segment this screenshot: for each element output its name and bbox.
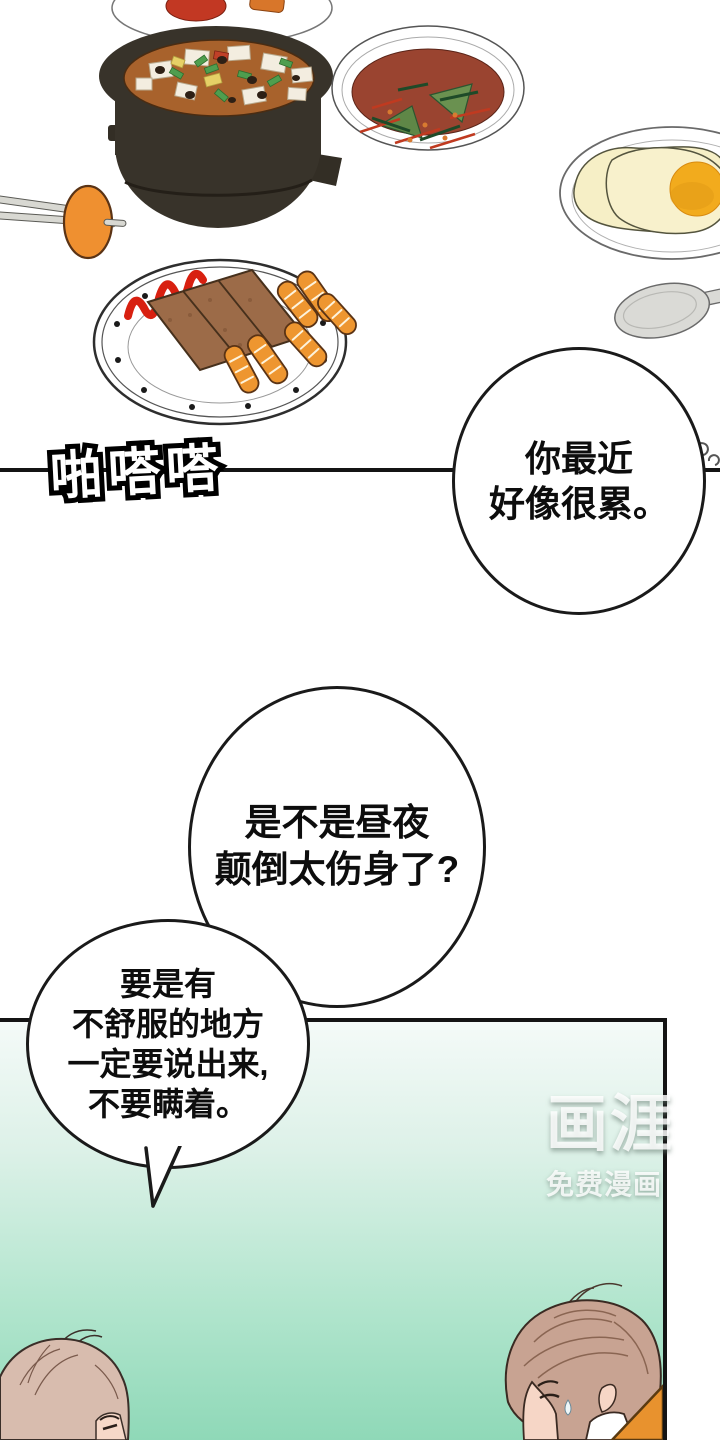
sfx-fill: 啪嗒嗒	[48, 439, 226, 507]
bubble1-line2: 好像很累。	[488, 483, 669, 524]
panel1-border-line	[0, 468, 720, 472]
ketchup-icon	[124, 270, 207, 320]
eye-right	[539, 1393, 560, 1400]
face-right	[522, 1380, 559, 1440]
bubble3-line1: 要是有	[119, 966, 216, 1002]
eye-left	[102, 1423, 118, 1431]
eyebrow-left	[99, 1415, 120, 1421]
speech-bubble-1: 你最近 好像很累。	[452, 347, 706, 615]
character-left	[0, 1329, 130, 1440]
food-illustrations	[0, 0, 720, 466]
bubble3-tail	[144, 1146, 182, 1208]
sausage-icon	[223, 270, 357, 394]
chopsticks-icon	[0, 184, 127, 260]
bubble1-line1: 你最近	[524, 437, 633, 479]
watermark: 画涯 免费漫画	[546, 1092, 720, 1203]
sound-effect-text: 啪嗒嗒 啪嗒嗒	[44, 425, 231, 511]
orange-shirt	[610, 1384, 663, 1440]
speech-bubble-1-text: 你最近 好像很累。	[489, 436, 669, 527]
eyebrow-right	[537, 1380, 559, 1387]
hair-left	[0, 1337, 130, 1440]
bubble3-line3: 一定要说出来,	[67, 1046, 269, 1082]
speech-bubble-3: 要是有 不舒服的地方 一定要说出来, 不要瞒着。	[26, 919, 310, 1169]
spam-plate-icon	[92, 258, 357, 426]
watermark-brand: 画涯	[546, 1090, 675, 1159]
watermark-tagline: 免费漫画	[546, 1169, 663, 1201]
bubble2-line1: 是不是昼夜	[244, 802, 430, 844]
ear-right	[598, 1383, 617, 1413]
sweat-drop	[564, 1399, 572, 1416]
bubble2-line2: 颠倒太伤身了?	[214, 849, 460, 890]
speech-bubble-2-text: 是不是昼夜 颠倒太伤身了?	[215, 800, 460, 893]
spoon-icon	[614, 282, 720, 339]
bubble3-line4: 不要瞒着。	[87, 1086, 248, 1122]
fried-egg-plate-icon	[559, 126, 720, 260]
bubble3-line2: 不舒服的地方	[71, 1006, 264, 1042]
character-right	[504, 1283, 663, 1440]
stew-pot-icon	[99, 26, 342, 228]
speech-bubble-3-text: 要是有 不舒服的地方 一定要说出来, 不要瞒着。	[68, 964, 269, 1124]
kimchi-plate-icon	[331, 25, 525, 151]
